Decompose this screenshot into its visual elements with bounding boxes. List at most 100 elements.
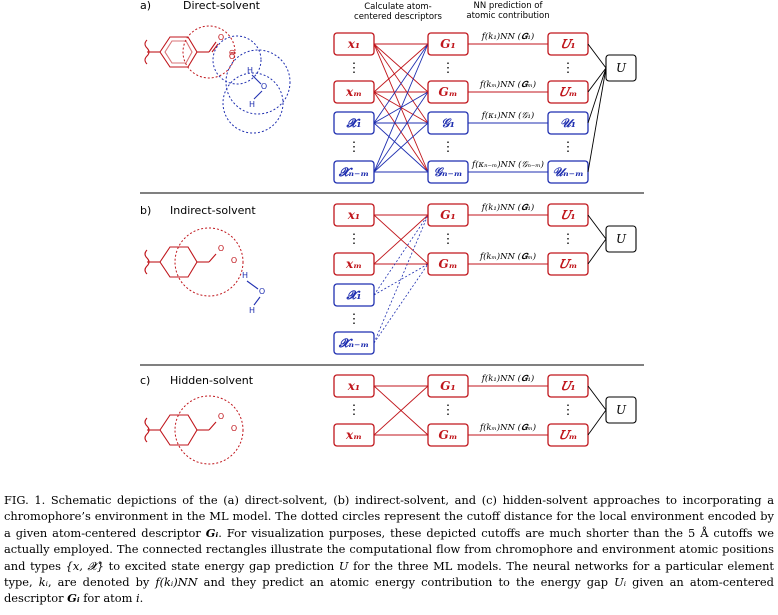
chromophore-molecule-a: O O ⊖ H O H (144, 25, 291, 134)
dots-b-c1-1: ⋮ (348, 232, 361, 247)
box-U-b-label: 𝑈 (616, 232, 627, 246)
box-U1-b-label: 𝑈₁ (560, 208, 575, 222)
caption-part-6: and they predict an atomic energy contri… (197, 575, 615, 590)
box-xM-a-label: 𝒙ₘ (345, 85, 362, 99)
box-X1-a-label: 𝓧₁ (346, 116, 362, 130)
panel-a-title: Direct-solvent (183, 0, 261, 12)
crossing-lines-c (373, 385, 429, 436)
caption-Gi: Gᵢ (205, 525, 219, 540)
box-x1-b-label: 𝒙₁ (347, 208, 360, 222)
dots-a-c3-2: ⋮ (562, 140, 575, 155)
chromophore-molecule-b: O O H O H (144, 227, 265, 315)
panel-b: b) Indirect-solvent O O H O H 𝒙₁ ⋮ 𝒙ₘ 𝓧₁… (140, 202, 637, 355)
box-UM-a-label: 𝑈ₘ (559, 85, 578, 99)
panel-c: c) Hidden-solvent O O 𝒙₁ ⋮ 𝒙ₘ 𝑮₁ ⋮ 𝑮ₘ (140, 373, 637, 465)
svg-text:⊖: ⊖ (229, 48, 236, 57)
svg-text:O: O (231, 424, 237, 433)
figure-canvas: .rbox { fill:#fff; stroke:#c0161c; strok… (140, 0, 644, 465)
box-gNM-a-label: 𝒢ₙ₋ₘ (433, 165, 462, 179)
svg-text:O: O (259, 287, 265, 296)
box-uNM-a-label: 𝒰ₙ₋ₘ (552, 165, 583, 179)
caption-part-8: for atom (79, 591, 137, 606)
svg-text:H: H (247, 66, 253, 75)
panel-c-title: Hidden-solvent (170, 374, 254, 387)
box-XNM-b-label: 𝓧ₙ₋ₘ (338, 336, 369, 350)
svg-text:O: O (218, 244, 224, 253)
caption-U: U (338, 558, 349, 573)
dots-b-c2: ⋮ (442, 232, 455, 247)
caption-part-4: for the three ML models. The neural netw… (4, 558, 774, 590)
box-UM-b-label: 𝑈ₘ (559, 257, 578, 271)
panel-b-letter: b) (140, 204, 151, 217)
box-u1-a-label: 𝒰₁ (560, 116, 576, 130)
panel-a-letter: a) (140, 0, 151, 12)
box-g1-a-label: 𝒢₁ (441, 116, 455, 130)
nn-label-kM-c: f(kₘ)NN (𝑮ₘ) (479, 422, 536, 433)
crossing-lines-b (373, 214, 429, 344)
box-x1-a-label: 𝒙₁ (347, 37, 360, 51)
caption-Gi-2: Gᵢ (67, 591, 80, 606)
panel-a: a) Direct-solvent Calculate atom- center… (140, 0, 637, 184)
box-U1-c-label: 𝑈₁ (560, 379, 575, 393)
caption-part-1: FIG. 1. Schematic depictions of the (a) … (4, 493, 774, 540)
header-descriptors-line2: centered descriptors (354, 12, 442, 22)
box-G1-c-label: 𝑮₁ (440, 379, 456, 393)
box-x1-c-label: 𝒙₁ (347, 379, 360, 393)
header-nn-line2: atomic contribution (466, 11, 549, 21)
box-U1-a-label: 𝑈₁ (560, 37, 575, 51)
dots-a-c2-2: ⋮ (442, 140, 455, 155)
box-U-c-label: 𝑈 (616, 403, 627, 417)
dots-c-c1: ⋮ (348, 403, 361, 418)
box-xM-c-label: 𝒙ₘ (345, 428, 362, 442)
caption-part-7: given an atom-centered descriptor (4, 575, 774, 606)
svg-text:O: O (231, 256, 237, 265)
svg-text:O: O (261, 82, 267, 91)
svg-text:H: H (242, 271, 248, 280)
dots-a-c3-1: ⋮ (562, 61, 575, 76)
nn-label-kappa1-a: f(κ₁)NN (𝒢₁) (481, 110, 534, 121)
caption-set: {x, 𝓧} (65, 558, 105, 573)
caption-part-9: . (139, 591, 144, 606)
dots-a-c1-2: ⋮ (348, 140, 361, 155)
dots-a-c1-1: ⋮ (348, 61, 361, 76)
svg-text:O: O (229, 52, 235, 61)
caption-ki: kᵢ (38, 575, 48, 590)
chromophore-molecule-c: O O (144, 395, 244, 465)
svg-text:H: H (249, 306, 255, 315)
box-UM-c-label: 𝑈ₘ (559, 428, 578, 442)
box-XNM-a-label: 𝓧ₙ₋ₘ (338, 165, 369, 179)
dots-b-c3: ⋮ (562, 232, 575, 247)
svg-text:O: O (218, 33, 224, 42)
box-U-b (605, 225, 637, 253)
dots-a-c2-1: ⋮ (442, 61, 455, 76)
box-U-a-label: 𝑈 (616, 61, 627, 75)
caption-i: i (136, 591, 140, 606)
panel-c-letter: c) (140, 374, 150, 387)
box-GM-b-label: 𝑮ₘ (439, 257, 458, 271)
figure-caption: FIG. 1. Schematic depictions of the (a) … (4, 492, 774, 607)
box-G1-a-label: 𝑮₁ (440, 37, 456, 51)
panel-b-title: Indirect-solvent (170, 204, 256, 217)
box-U-c (605, 396, 637, 424)
dots-c-c3: ⋮ (562, 403, 575, 418)
box-U-a (605, 54, 637, 82)
box-G1-b-label: 𝑮₁ (440, 208, 456, 222)
nn-label-k1-a: f(k₁)NN (𝑮₁) (481, 31, 535, 42)
svg-text:O: O (218, 412, 224, 421)
header-descriptors-line1: Calculate atom- (364, 2, 432, 12)
dots-c-c2: ⋮ (442, 403, 455, 418)
nn-label-k1-b: f(k₁)NN (𝑮₁) (481, 202, 535, 213)
box-xM-b-label: 𝒙ₘ (345, 257, 362, 271)
nn-label-kM-b: f(kₘ)NN (𝑮ₘ) (479, 251, 536, 262)
caption-part-2: . For visualization purposes, these depi… (4, 525, 774, 573)
caption-Ui: Uᵢ (614, 575, 627, 590)
box-GM-c-label: 𝑮ₘ (439, 428, 458, 442)
svg-text:H: H (249, 100, 255, 109)
box-GM-a-label: 𝑮ₘ (439, 85, 458, 99)
nn-label-kappaNM-a: f(κₙ₋ₘ)NN (𝒢ₙ₋ₘ) (471, 159, 544, 170)
header-nn-line1: NN prediction of (474, 1, 544, 11)
nn-label-kM-a: f(kₘ)NN (𝑮ₘ) (479, 79, 536, 90)
caption-part-5: , are denoted by (47, 575, 156, 590)
crossing-lines-a (373, 43, 429, 173)
dots-b-c1-2: ⋮ (348, 312, 361, 327)
